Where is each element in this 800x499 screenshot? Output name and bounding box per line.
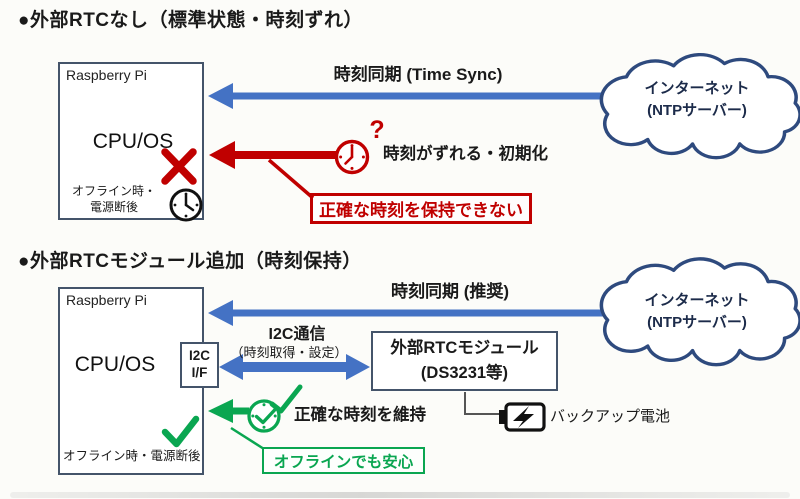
raspberry-pi-box-1 (58, 62, 204, 220)
cpu-os-label-2: CPU/OS (74, 353, 156, 376)
battery-label: バックアップ電池 (550, 408, 671, 425)
section2-title: ●外部RTCモジュール追加（時刻保持） (18, 251, 362, 272)
i2c-comm-label: I2C通信 (268, 326, 326, 343)
rtc-module-box: 外部RTCモジュール (DS3231等) (371, 331, 558, 391)
cloud-label-2: インターネット (NTPサーバー) (644, 292, 750, 331)
cpu-os-label-1: CPU/OS (92, 130, 174, 153)
question-mark: ? (369, 116, 385, 144)
warning-callout-line (267, 158, 315, 200)
maintain-label: 正確な時刻を維持 (294, 406, 426, 424)
battery-connector-line (464, 392, 500, 415)
sync-arrow-label-2: 時刻同期 (推奨) (390, 282, 510, 301)
i2c-comm-sublabel: （時刻取得・設定） (230, 345, 348, 360)
drift-label: 時刻がずれる・初期化 (383, 145, 548, 163)
raspberry-pi-label-1: Raspberry Pi (66, 67, 147, 83)
raspberry-pi-label-2: Raspberry Pi (66, 292, 147, 308)
sync-arrow-label-1: 時刻同期 (Time Sync) (333, 65, 503, 84)
warning-callout-box: 正確な時刻を保持できない (310, 193, 532, 224)
offline-label-2: オフライン時・電源断後 (63, 449, 201, 463)
drift-arrow (209, 141, 338, 169)
cloud-label-1: インターネット (NTPサーバー) (644, 80, 750, 119)
offline-label-1: オフライン時・ 電源断後 (71, 184, 156, 215)
section1-title: ●外部RTCなし（標準状態・時刻ずれ） (18, 10, 364, 31)
i2c-if-box: I2C I/F (180, 342, 219, 388)
safe-callout-line (230, 426, 265, 451)
safe-callout-box: オフラインでも安心 (262, 447, 425, 474)
maintain-arrow (208, 399, 249, 423)
maintain-clock-icon (247, 384, 303, 433)
bottom-shadow-artifact (10, 492, 790, 498)
battery-icon (499, 402, 546, 432)
